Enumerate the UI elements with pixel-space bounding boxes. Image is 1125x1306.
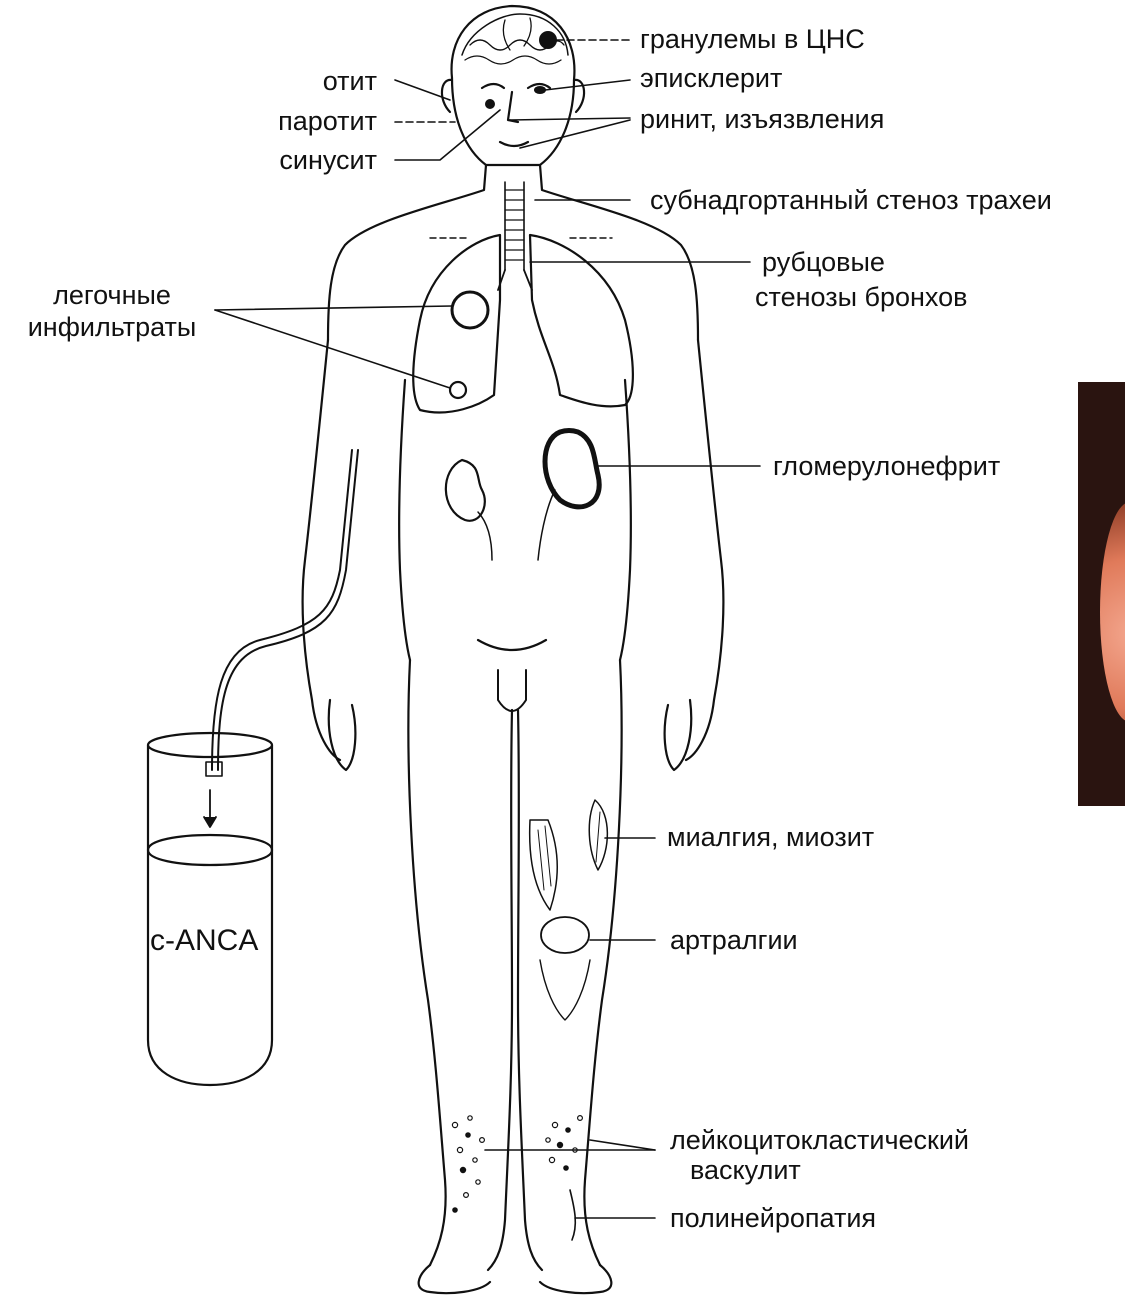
label-lung-infiltrates-2: инфильтраты: [12, 312, 212, 342]
label-bronchial-stenosis-1: рубцовые: [762, 247, 885, 277]
rash-dots: [452, 1116, 582, 1213]
label-glomerulonephritis: гломерулонефрит: [773, 451, 1000, 481]
skin-lesion-region: [1100, 502, 1125, 722]
label-bronchial-stenosis-2: стенозы бронхов: [755, 282, 967, 312]
label-vasculitis-1: лейкоцитокластический: [670, 1125, 969, 1155]
label-sinusitis: синусит: [279, 145, 377, 175]
torso: [303, 165, 724, 770]
label-arthralgia: артралгии: [670, 925, 798, 955]
label-parotitis: паротит: [278, 106, 377, 136]
label-myalgia: миалгия, миозит: [667, 822, 874, 852]
label-tracheal-stenosis: субнадгортанный стеноз трахеи: [650, 185, 1052, 215]
label-episcleritis: эписклерит: [640, 63, 782, 93]
label-polyneuropathy: полинейропатия: [670, 1203, 876, 1233]
label-cns-granulomas: гранулемы в ЦНС: [640, 24, 865, 54]
label-vasculitis-2: васкулит: [690, 1155, 801, 1185]
label-otitis: отит: [323, 66, 377, 96]
label-lung-infiltrates-1: легочные: [12, 280, 212, 310]
catheter: [204, 450, 358, 827]
test-tube-label: c-ANCA: [150, 924, 258, 958]
label-rhinitis: ринит, изъязвления: [640, 104, 884, 134]
legs: [408, 660, 621, 1293]
patient-photo-fragment: [1078, 382, 1125, 806]
test-tube: [148, 733, 272, 1085]
